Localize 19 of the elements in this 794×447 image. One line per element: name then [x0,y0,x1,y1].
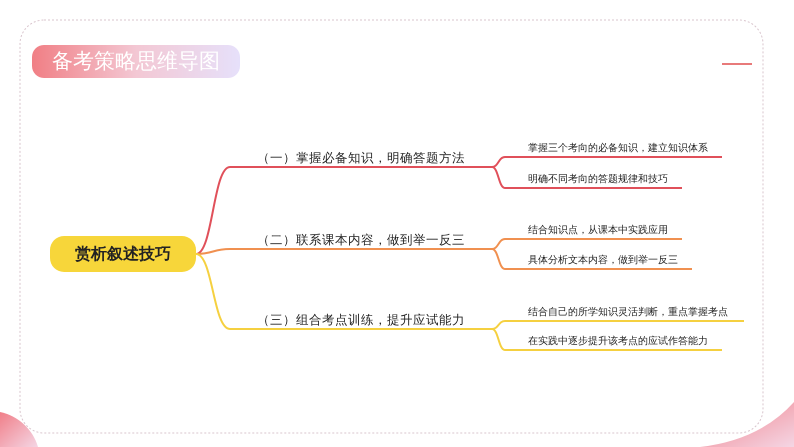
connector-line [492,238,506,250]
connector-line [492,320,506,330]
connector-line [196,253,230,330]
leaf-topic: 具体分析文本内容，做到举一反三 [505,254,692,270]
leaf-topic: 掌握三个考向的必备知识，建立知识体系 [505,142,722,158]
branch-topic: （三）组合考点训练，提升应试能力 [230,312,492,330]
branch-topic: （一）掌握必备知识，明确答题方法 [230,150,492,168]
central-topic-box: 赏析叙述技巧 [50,236,196,272]
branch-topic: （二）联系课本内容，做到举一反三 [230,232,492,250]
connector-line [492,248,506,270]
connector-line [196,166,230,255]
leaf-topic: 结合自己的所学知识灵活判断，重点掌握考点 [505,306,744,322]
connector-line [492,156,506,168]
leaf-topic: 明确不同考向的答题规律和技巧 [505,173,682,189]
leaf-topic: 在实践中逐步提升该考点的应试作答能力 [505,335,722,351]
connector-line [196,248,230,255]
leaf-topic: 结合知识点，从课本中实践应用 [505,224,682,240]
connector-line [492,328,506,351]
connector-line [492,166,506,189]
